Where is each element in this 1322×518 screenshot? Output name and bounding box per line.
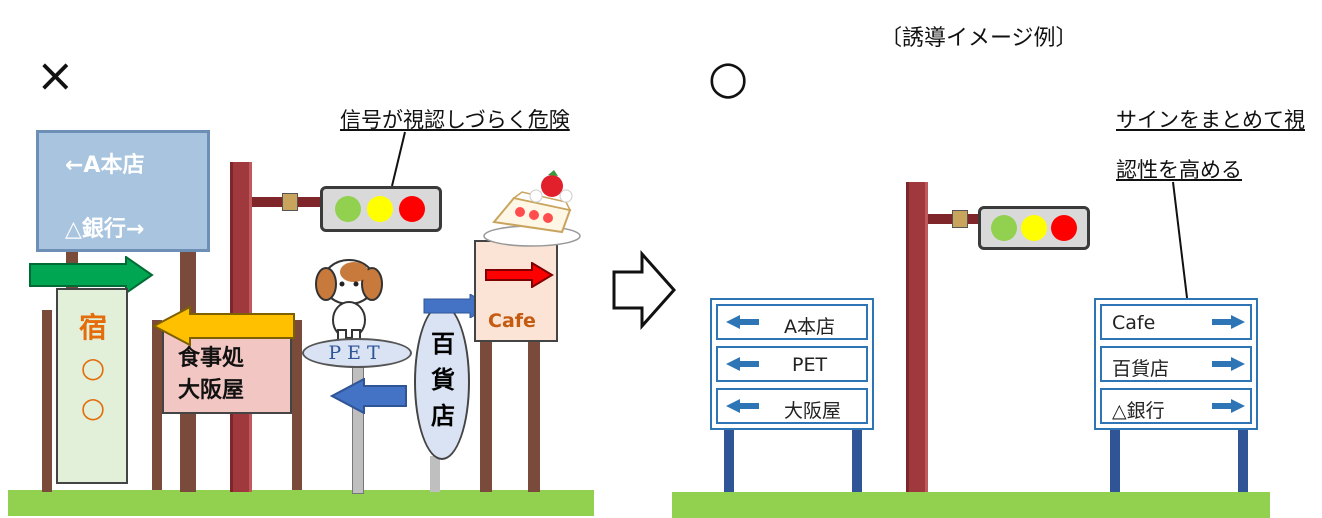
arrow-left-icon bbox=[726, 357, 759, 371]
yellow-arrow-icon bbox=[151, 306, 295, 346]
left-sign-text: A本店 bbox=[784, 316, 835, 338]
restaurant-line2: 大阪屋 bbox=[178, 378, 245, 403]
restaurant-sign-post bbox=[292, 320, 302, 490]
restaurant-sign: 食事処 大阪屋 bbox=[162, 328, 292, 414]
red-arrow-right-icon bbox=[485, 262, 554, 288]
good-ground bbox=[672, 492, 1270, 518]
good-note-pointer bbox=[1172, 181, 1189, 307]
red-lamp bbox=[399, 196, 425, 222]
arrow-left-icon bbox=[726, 315, 759, 329]
transition-arrow-icon bbox=[612, 250, 677, 330]
cafe-sign-post bbox=[480, 340, 492, 492]
arrow-right-icon bbox=[1212, 399, 1245, 413]
good-mark: ○ bbox=[708, 50, 749, 104]
bad-ground bbox=[8, 490, 594, 516]
cafe-sign: Cafe bbox=[474, 240, 558, 342]
cake-illustration-icon bbox=[483, 170, 581, 247]
green-lamp bbox=[991, 215, 1017, 241]
pet-sign: PET bbox=[302, 338, 412, 368]
good-signal-bracket bbox=[952, 210, 968, 228]
arrow-left-icon bbox=[726, 399, 759, 413]
blue-arrow-left-icon bbox=[330, 378, 407, 414]
oval-dept-sign: 百貨店 bbox=[414, 304, 470, 460]
right-sign-text: 百貨店 bbox=[1112, 358, 1170, 380]
left-sign-row: PET bbox=[716, 346, 868, 382]
good-traffic-light bbox=[978, 206, 1090, 250]
good-note-line1: サインをまとめて視 bbox=[1116, 108, 1305, 132]
red-lamp bbox=[1051, 215, 1077, 241]
billboard-line1: ←A本店 bbox=[65, 153, 145, 178]
vertical-inn-sign: 宿○○ bbox=[56, 288, 128, 484]
right-sign-row: 百貨店 bbox=[1100, 346, 1252, 382]
vertical-sign-post bbox=[42, 310, 52, 492]
right-sign-leg bbox=[1238, 428, 1248, 492]
pet-sign-label: PET bbox=[328, 342, 386, 364]
cafe-sign-post bbox=[528, 340, 540, 492]
right-sign-leg bbox=[1110, 428, 1120, 492]
vertical-sign-text: 宿○○ bbox=[78, 311, 107, 424]
restaurant-line1: 食事処 bbox=[178, 346, 245, 371]
right-consolidated-sign: Cafe 百貨店 △銀行 bbox=[1094, 298, 1258, 430]
bad-traffic-light bbox=[320, 186, 442, 232]
bad-mark: × bbox=[36, 48, 75, 102]
cafe-sign-label: Cafe bbox=[488, 310, 536, 332]
left-sign-text: PET bbox=[792, 354, 828, 376]
left-sign-leg bbox=[724, 428, 734, 492]
left-sign-leg bbox=[852, 428, 862, 492]
billboard-line2: △銀行→ bbox=[65, 217, 145, 242]
yellow-lamp bbox=[367, 196, 393, 222]
bad-signal-bracket bbox=[282, 193, 298, 211]
page-title: 〔誘導イメージ例〕 bbox=[880, 26, 1078, 51]
green-lamp bbox=[335, 196, 361, 222]
pet-sign-post bbox=[352, 356, 364, 494]
green-arrow-icon bbox=[29, 256, 154, 294]
good-note-line2: 認性を高める bbox=[1116, 158, 1242, 182]
left-sign-row: 大阪屋 bbox=[716, 388, 868, 424]
arrow-right-icon bbox=[1212, 315, 1245, 329]
arrow-right-icon bbox=[1212, 357, 1245, 371]
bad-note: 信号が視認しづらく危険 bbox=[340, 108, 570, 132]
restaurant-sign-post bbox=[152, 320, 162, 490]
bad-note-pointer bbox=[391, 131, 406, 187]
left-consolidated-sign: A本店 PET 大阪屋 bbox=[710, 298, 874, 430]
left-sign-row: A本店 bbox=[716, 304, 868, 340]
right-sign-row: Cafe bbox=[1100, 304, 1252, 340]
dog-illustration-icon bbox=[315, 259, 383, 343]
billboard-sign: ←A本店 △銀行→ bbox=[36, 130, 210, 252]
oval-sign-post bbox=[430, 456, 440, 492]
good-signal-pole bbox=[906, 182, 928, 492]
left-sign-text: 大阪屋 bbox=[784, 400, 842, 422]
yellow-lamp bbox=[1021, 215, 1047, 241]
oval-sign-text: 百貨店 bbox=[431, 330, 455, 430]
right-sign-text: Cafe bbox=[1112, 312, 1156, 334]
right-sign-text: △銀行 bbox=[1112, 400, 1165, 422]
right-sign-row: △銀行 bbox=[1100, 388, 1252, 424]
